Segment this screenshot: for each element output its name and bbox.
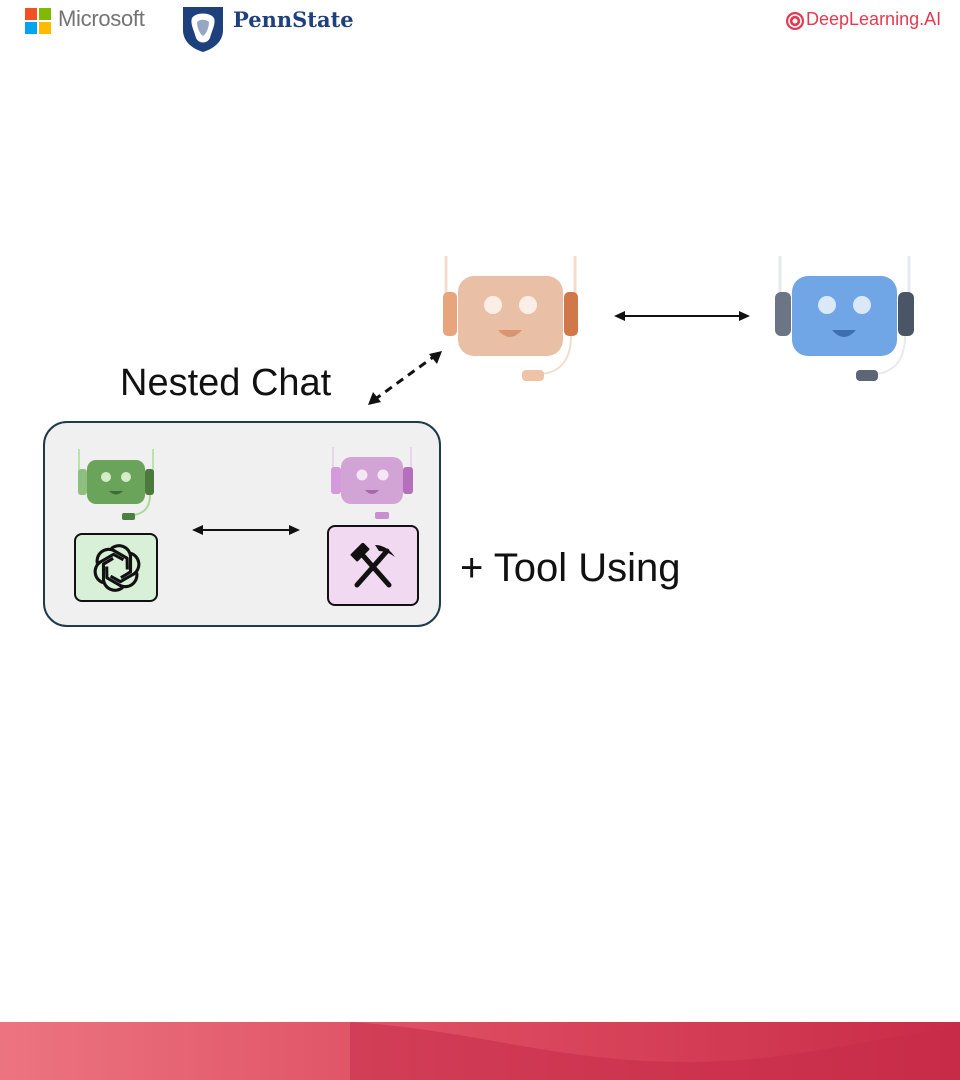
- deeplearning-logo-icon: [786, 12, 804, 30]
- pennstate-logo-text: PennState: [233, 7, 354, 32]
- blue-robot-icon: [775, 256, 914, 381]
- double-arrow-top: [614, 311, 750, 321]
- dashed-arrow: [368, 351, 442, 405]
- double-arrow-inner: [192, 525, 300, 535]
- nested-chat-label: Nested Chat: [120, 362, 332, 404]
- tool-using-label: + Tool Using: [460, 546, 681, 590]
- hammer-pick-icon: [350, 543, 395, 588]
- orange-robot-icon: [443, 256, 578, 381]
- footer-wave: [0, 1022, 960, 1080]
- pennstate-shield-icon: [183, 7, 223, 52]
- purple-robot-icon: [331, 447, 413, 519]
- header: Microsoft PennState DeepLearning.AI: [0, 0, 960, 60]
- tools-tile: [327, 525, 419, 606]
- openai-icon: [93, 544, 141, 592]
- microsoft-logo-text: Microsoft: [58, 6, 145, 31]
- deeplearning-logo-text: DeepLearning.AI: [806, 9, 942, 29]
- openai-tile: [74, 533, 158, 602]
- microsoft-logo-icon: [25, 8, 51, 34]
- green-robot-icon: [78, 449, 154, 520]
